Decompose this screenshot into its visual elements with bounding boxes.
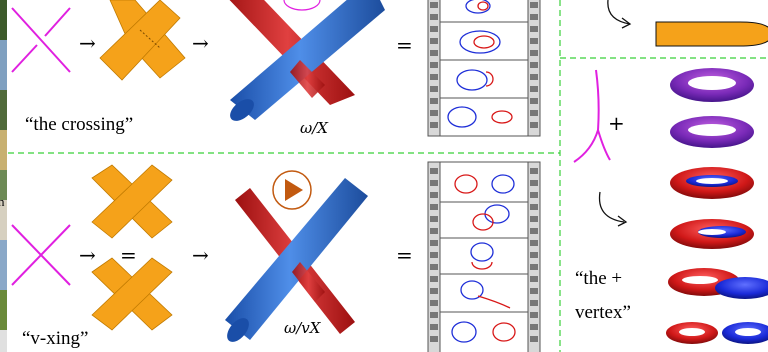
divider-lines (8, 0, 768, 352)
torus-2 (670, 116, 754, 148)
equals-top: = (396, 33, 413, 57)
hooked-arrow-bottom (598, 191, 628, 227)
left-photo-strip (0, 0, 7, 352)
arrow-top-2: → (192, 31, 209, 55)
equals-bottom-small: = (120, 243, 137, 267)
film-strip-top (427, 0, 541, 137)
arrow-bottom-1: → (79, 243, 96, 267)
equals-bottom: = (396, 243, 413, 267)
orange-cap-shape (655, 21, 768, 47)
vertex-strands (573, 69, 611, 163)
tube-crossing-bottom (225, 178, 368, 342)
omega-vx-caption: ω/vX (284, 319, 322, 337)
torus-3 (670, 167, 754, 199)
torus-stack (666, 68, 768, 344)
v-xing-label: “v-xing” (22, 328, 88, 349)
torus-1 (670, 68, 754, 102)
ribbon-crossing-bottom-upper (91, 164, 173, 239)
tube-crossing-top (229, 0, 385, 121)
vertex-label-line2: vertex” (575, 302, 631, 323)
ribbon-crossing-bottom-lower (91, 257, 173, 331)
torus-6 (666, 322, 768, 344)
ribbon-crossing-top (99, 0, 186, 81)
vertex-label-line1: “the + (575, 268, 622, 289)
arrow-bottom-2: → (192, 243, 209, 267)
omega-x-caption: ω/X (300, 119, 329, 137)
hooked-arrow-top (607, 0, 632, 29)
left-strip-fragment: n (0, 194, 5, 209)
film-strip-bottom (427, 161, 541, 352)
crossing-strands-bottom (11, 224, 71, 286)
crossing-label: “the crossing” (25, 114, 133, 135)
torus-5 (668, 268, 768, 299)
torus-4 (670, 219, 754, 249)
plus-sign: + (608, 111, 625, 135)
crossing-strands-top (11, 7, 71, 73)
arrow-top-1: → (79, 31, 96, 55)
play-icon[interactable] (272, 170, 312, 210)
